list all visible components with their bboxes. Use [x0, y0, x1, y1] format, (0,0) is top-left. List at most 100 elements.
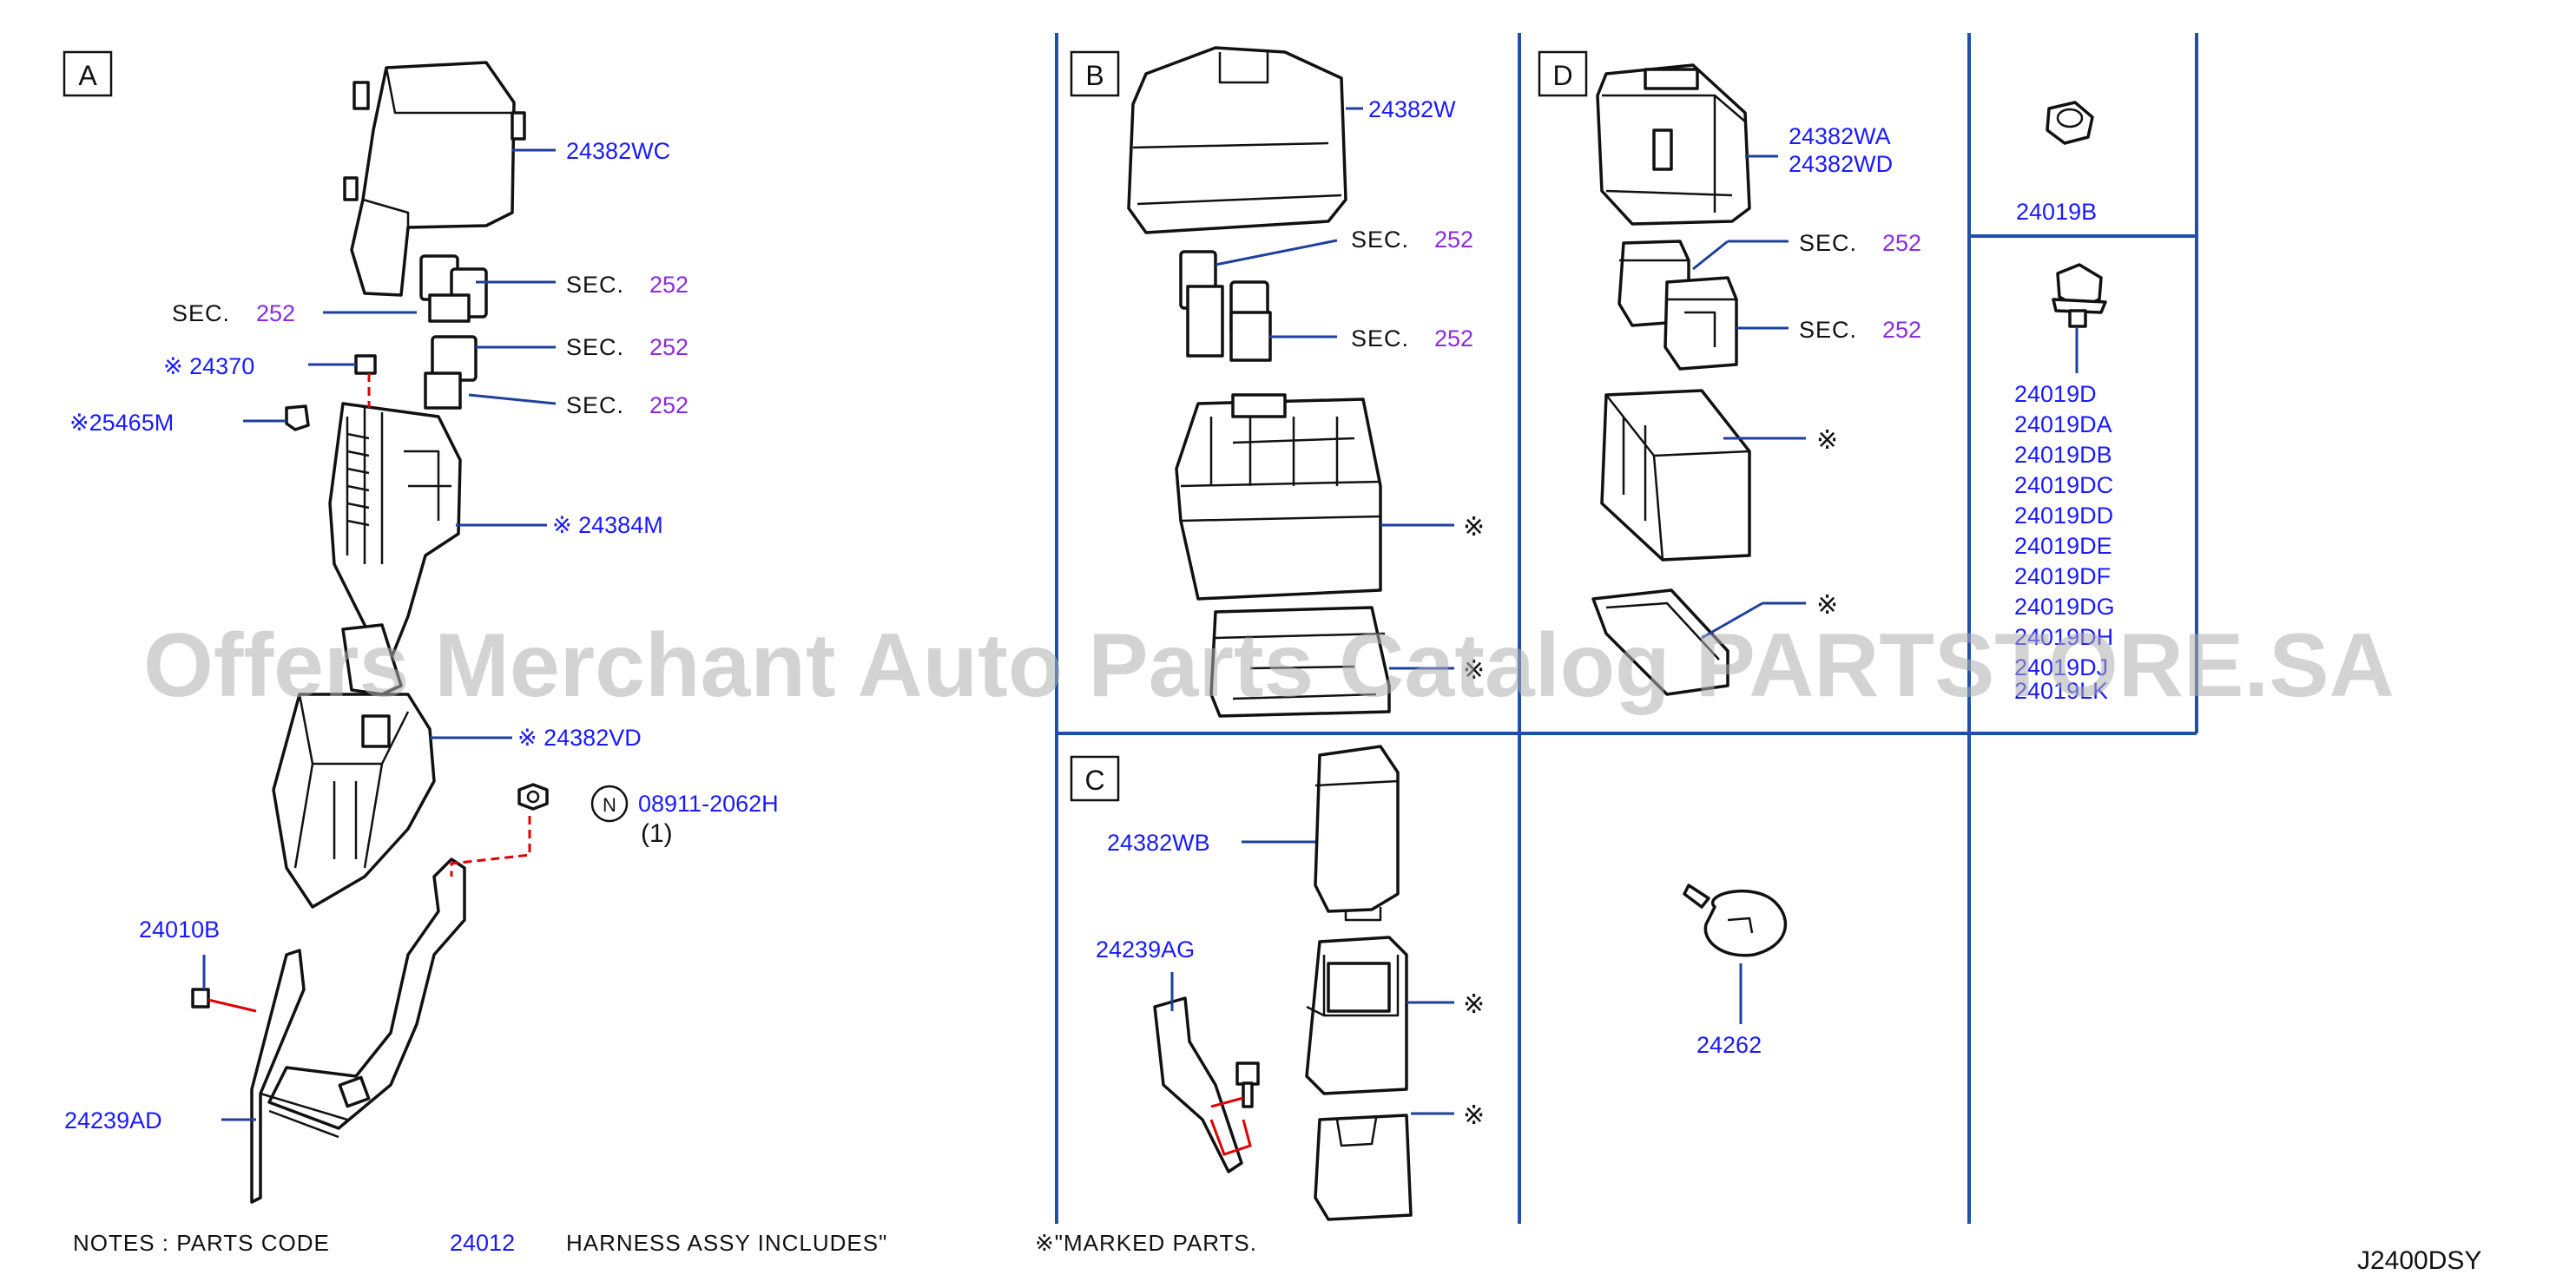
sec-label-a3: SEC.: [566, 334, 624, 360]
svg-text:D: D: [1552, 60, 1572, 91]
label-bolt-5: 24019DE: [2014, 533, 2112, 559]
sec-label-a2: SEC.: [566, 272, 624, 298]
connector-drawing: [341, 623, 403, 696]
n-mark-badge: N: [590, 785, 629, 823]
label-bolt-3: 24019DC: [2014, 472, 2113, 498]
label-bolt-2: 24019DB: [2014, 442, 2112, 468]
section-d-leaders: [1692, 154, 1806, 640]
sec-label-d2: SEC.: [1799, 317, 1857, 343]
mark-b1: ※: [1463, 513, 1485, 542]
label-24239ag: 24239AG: [1096, 936, 1195, 963]
section-a-tag: A: [63, 50, 113, 97]
mark-c2: ※: [1463, 1101, 1485, 1130]
sec-num-b2: 252: [1434, 325, 1473, 352]
svg-text:B: B: [1085, 60, 1104, 91]
label-24382wc: 24382WC: [566, 138, 670, 164]
svg-text:N: N: [603, 794, 616, 816]
sec-num-d1: 252: [1882, 230, 1921, 256]
svg-text:C: C: [1084, 765, 1104, 796]
sec-label-b1: SEC.: [1351, 227, 1409, 253]
label-bolt-6: 24019DF: [2014, 563, 2111, 589]
cover-24382w-drawing: [1127, 46, 1347, 234]
sec-num-a2: 252: [649, 272, 688, 298]
sec-label-a4: SEC.: [566, 392, 624, 418]
section-a-parts: [191, 61, 549, 1204]
cover-24382wa-drawing: [1596, 63, 1751, 226]
sec-label-b2: SEC.: [1351, 325, 1409, 352]
box-c-drawing: [1305, 936, 1408, 1095]
label-24019b: 24019B: [2016, 199, 2097, 225]
clip-25465m-drawing: [285, 404, 310, 431]
relays-a-drawing: [419, 254, 488, 410]
label-24382w: 24382W: [1368, 96, 1456, 122]
label-25465m: ※25465M: [69, 410, 174, 436]
sec-label-d1: SEC.: [1799, 230, 1857, 256]
diagram-code: J2400DSY: [2357, 1246, 2481, 1275]
watermark-text: Offers Merchant Auto Parts Catalog PARTS…: [143, 615, 2395, 716]
cover-24382vd-drawing: [272, 693, 436, 909]
nut-24019b-drawing: [2046, 101, 2094, 145]
sec-num-a1: 252: [256, 300, 295, 326]
section-a-leaders: [202, 148, 557, 1121]
label-24382wb: 24382WB: [1107, 830, 1210, 856]
svg-text:A: A: [78, 60, 97, 91]
notes-middle: HARNESS ASSY INCLUDES": [566, 1230, 887, 1256]
section-b-parts: [1127, 46, 1391, 718]
label-24382wd: 24382WD: [1789, 151, 1893, 177]
label-24382vd: ※ 24382VD: [517, 725, 642, 751]
label-bolt-9: 24019DJ: [2014, 654, 2108, 680]
tray-b-drawing: [1209, 606, 1391, 718]
label-bolt-10: 24019LK: [2014, 678, 2108, 704]
sec-num-b1: 252: [1434, 227, 1473, 253]
label-bolt-8: 24019DH: [2014, 624, 2113, 650]
sec-num-a4: 252: [649, 392, 688, 418]
mark-d2: ※: [1816, 591, 1838, 620]
label-24384m: ※ 24384M: [552, 512, 663, 538]
notes-prefix: NOTES : PARTS CODE: [73, 1230, 330, 1256]
label-08911-2062h: 08911-2062H: [638, 791, 779, 817]
label-08911-qty: (1): [641, 819, 673, 848]
bolt-24019d-drawing: [2052, 263, 2107, 328]
bracket-24239ag-drawing: [1153, 996, 1260, 1173]
clip-24010b-drawing: [191, 988, 210, 1009]
box-d-drawing: [1600, 389, 1751, 562]
footer-notes: NOTES : PARTS CODE 24012 HARNESS ASSY IN…: [73, 1230, 1257, 1256]
section-c-leaders: [1170, 840, 1454, 1115]
sec-num-d2: 252: [1882, 317, 1921, 343]
label-bolt-1: 24019DA: [2014, 411, 2112, 437]
box-b-drawing: [1175, 393, 1382, 601]
label-bolt-4: 24019DD: [2014, 503, 2113, 529]
mark-b2: ※: [1463, 656, 1485, 685]
mark-d1: ※: [1816, 426, 1838, 455]
relays-b-drawing: [1179, 250, 1272, 362]
sec-num-a3: 252: [649, 334, 688, 360]
nut-08911-drawing: [517, 783, 549, 811]
section-b-leaders: [1215, 107, 1454, 670]
label-bolt-7: 24019DG: [2014, 594, 2115, 620]
section-c-parts: [1153, 745, 1413, 1221]
cover-24382wc-drawing: [343, 61, 526, 297]
cap-c-drawing: [1314, 1114, 1413, 1221]
label-24370: ※ 24370: [163, 353, 254, 379]
tray-d-drawing: [1591, 588, 1729, 696]
section-b-tag: B: [1070, 50, 1120, 97]
label-bolt-0: 24019D: [2014, 381, 2097, 407]
section-c-tag: C: [1070, 755, 1120, 802]
bolt-part-list: 24019D 24019DA 24019DB 24019DC 24019DD 2…: [2014, 381, 2115, 704]
section-d-parts: [1591, 63, 1751, 696]
bracket-24239ad-drawing: [250, 858, 466, 1204]
label-24382wa: 24382WA: [1789, 123, 1891, 149]
horn-24262-drawing: [1683, 884, 1788, 957]
sec-label-a1: SEC.: [172, 300, 230, 326]
label-24239ad: 24239AD: [64, 1107, 162, 1134]
label-24262: 24262: [1696, 1032, 1762, 1058]
relay-24382wb-drawing: [1314, 745, 1400, 922]
panel-frames: [1055, 33, 2198, 1224]
notes-code: 24012: [450, 1230, 515, 1256]
notes-marked: ※"MARKED PARTS.: [1035, 1230, 1257, 1256]
relays-d-drawing: [1617, 240, 1738, 371]
section-d-tag: D: [1538, 50, 1588, 97]
clip-24370-drawing: [354, 354, 377, 375]
label-24010b: 24010B: [139, 917, 220, 943]
